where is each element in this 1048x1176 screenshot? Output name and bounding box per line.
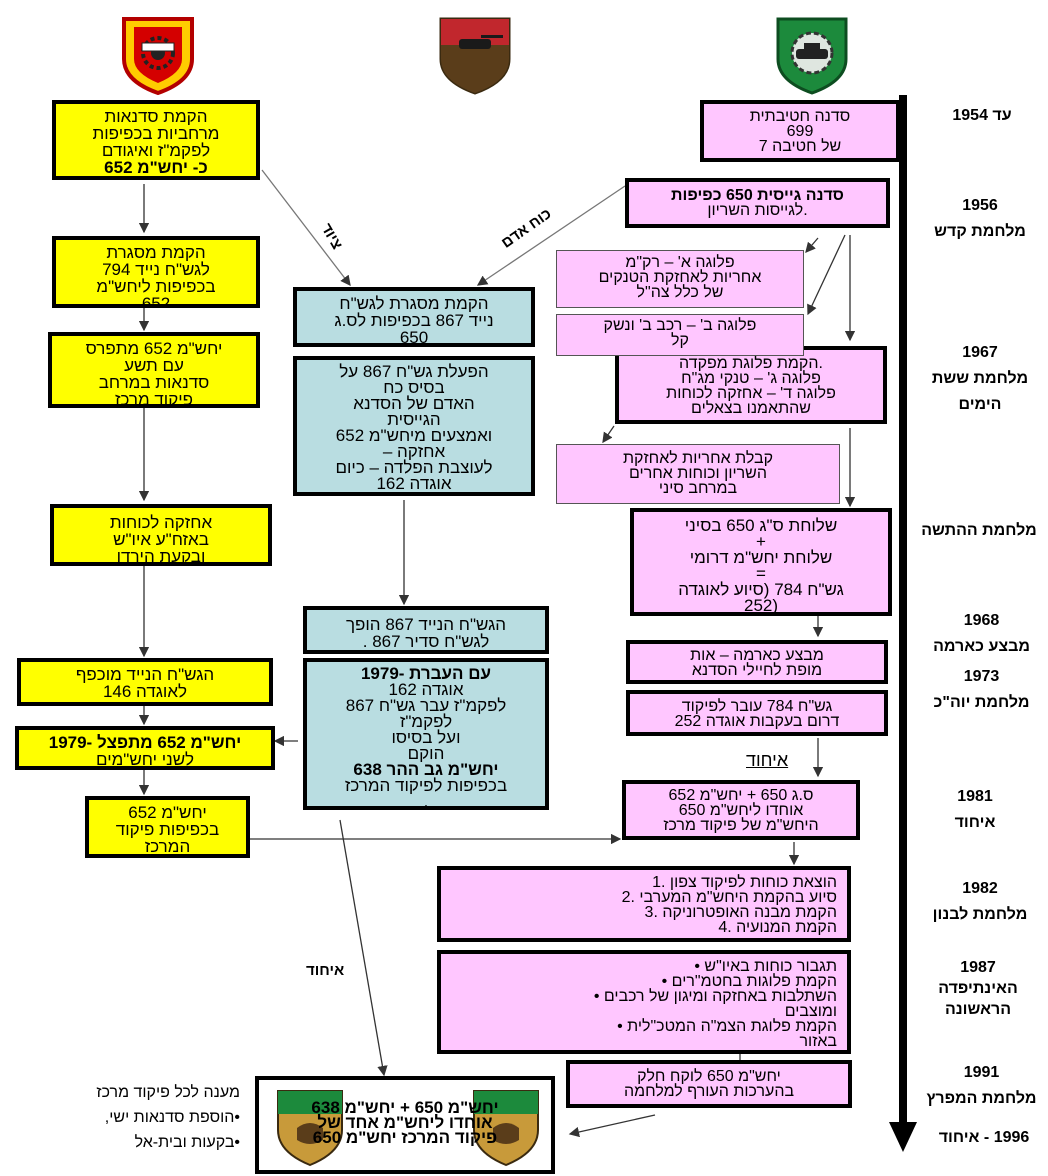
red-yellow-gear-emblem [122, 17, 194, 95]
merger-arrow-label: איחוד [306, 962, 345, 979]
final-notes: מענה לכל פיקוד מרכז•הוספת סדנאות ישי,•בק… [96, 1084, 240, 1151]
timeline-entry: מלחמת ההתשה [921, 522, 1037, 539]
green-red-emblem [277, 1090, 343, 1167]
green-tank-emblem [776, 17, 848, 95]
intifada-tasks-box: תגבור כוחות באיו"ש •הקמת פלוגות בחטמ"רים… [437, 950, 851, 1054]
timeline-entry: עד 1954 [952, 107, 1012, 124]
green-yellow-emblem [473, 1090, 539, 1167]
merger-section-label: איחוד [746, 750, 789, 770]
equipment-arrow-label: ציוד [317, 220, 346, 253]
brown-tank-emblem [439, 17, 511, 95]
mobile-784-box: שלוחת ס"ג 650 בסיני+שלוחת יחש"מ דרומי=גש… [630, 508, 892, 616]
manpower-arrow-label: כוח אדם [498, 205, 555, 252]
timeline-entry: 1996 - איחוד [938, 1129, 1030, 1146]
timeline-arrowhead [889, 1122, 917, 1152]
regular-867-box: הגש"ח הנייד 867 הופך. לגש"ח סדיר 867 [303, 606, 549, 654]
